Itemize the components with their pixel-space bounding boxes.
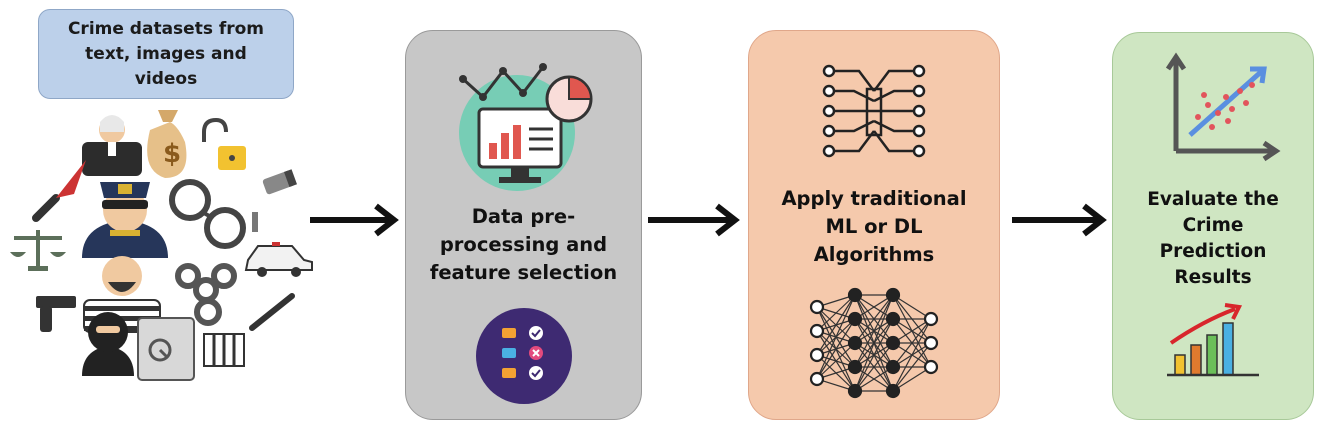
- police-car-icon: [244, 242, 313, 277]
- analytics-monitor-icon: [459, 63, 593, 191]
- crime-icons-collage: $: [10, 110, 313, 381]
- masked-robber-icon: [82, 312, 134, 376]
- handcuffs-icon: [169, 179, 246, 249]
- stage-label: Apply traditional ML or DL Algorithms: [781, 187, 967, 266]
- neural-network-icon: [809, 287, 939, 399]
- stage-evaluation: Evaluate the Crime Prediction Results: [1112, 32, 1314, 420]
- scatter-trend-icon: [1165, 52, 1281, 162]
- source-title-box: Crime datasets from text, images and vid…: [38, 9, 294, 99]
- growth-bar-chart-icon: [1167, 303, 1259, 377]
- arrow-2: [648, 203, 740, 237]
- circuit-brain-icon: [822, 64, 926, 158]
- knife-icon: [32, 160, 86, 222]
- brass-knuckles-icon: [175, 263, 237, 326]
- checklist-icon: [476, 308, 572, 404]
- safe-icon: [137, 317, 195, 381]
- stage-preprocessing: Data pre- processing and feature selecti…: [405, 30, 642, 420]
- stage-label: Data pre- processing and feature selecti…: [429, 205, 618, 284]
- judge-icon: [82, 115, 142, 176]
- pistol-icon: [36, 296, 76, 332]
- baton-icon: [249, 293, 295, 331]
- police-officer-icon: [82, 182, 168, 258]
- svg-text:$: $: [163, 139, 181, 169]
- stage-label: Evaluate the Crime Prediction Results: [1147, 189, 1279, 288]
- security-camera-icon: [252, 169, 297, 232]
- jail-bars-icon: [203, 333, 245, 367]
- open-padlock-icon: [202, 117, 246, 170]
- stage-algorithms: Apply traditional ML or DL Algorithms: [748, 30, 1000, 420]
- arrow-3: [1012, 203, 1107, 237]
- scales-of-justice-icon: [10, 230, 66, 271]
- money-bag-icon: $: [147, 110, 187, 178]
- source-title-label: Crime datasets from text, images and vid…: [67, 18, 265, 89]
- arrow-1: [310, 203, 399, 237]
